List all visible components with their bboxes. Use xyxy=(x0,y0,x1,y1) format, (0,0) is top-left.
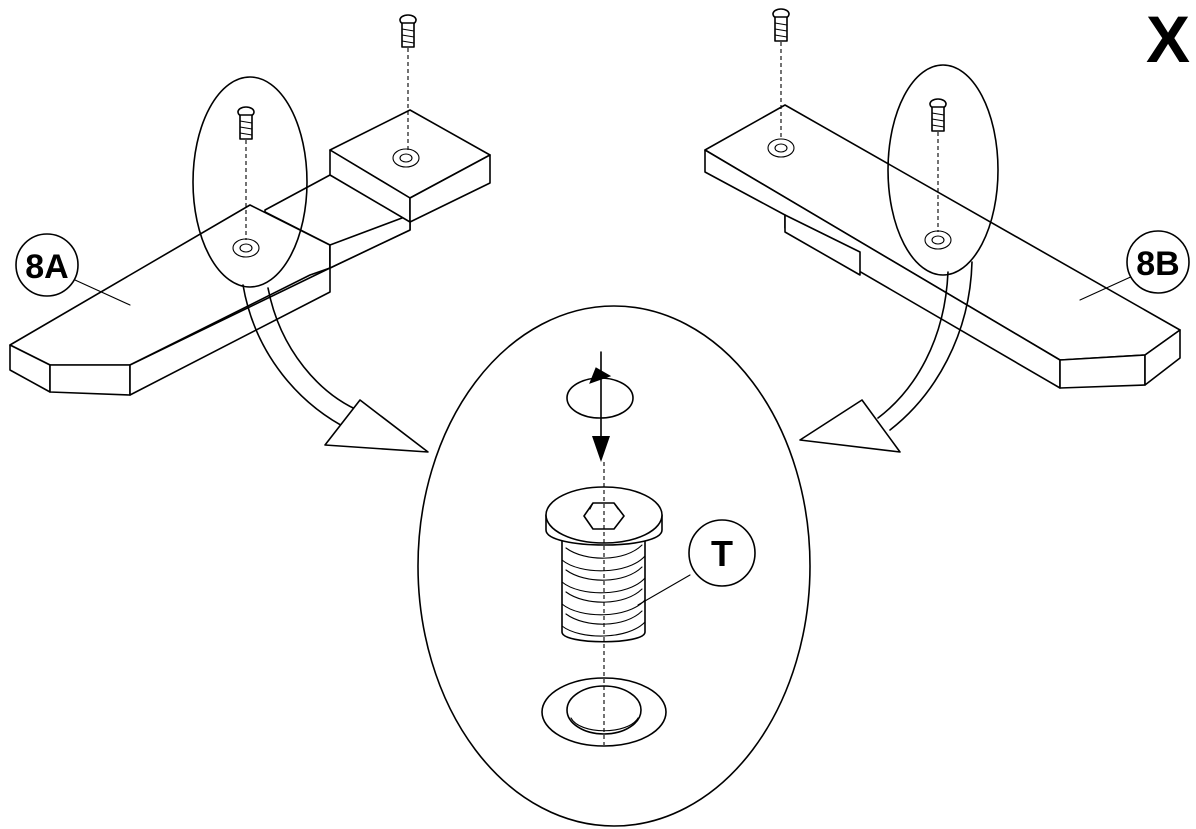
part-8a-block-side xyxy=(409,154,491,223)
part-8a-hole-beam-inner xyxy=(239,243,253,253)
countersunk-hole xyxy=(541,677,667,747)
part-8b xyxy=(704,8,1181,389)
part-8b-end-front xyxy=(1059,354,1146,389)
part-8a xyxy=(9,14,491,396)
callout-8a-label: 8A xyxy=(25,248,68,286)
part-8a-hole-block-outer xyxy=(392,148,420,168)
callout-8b-leader xyxy=(1079,274,1136,301)
part-8a-hole-block-inner xyxy=(399,153,413,163)
part-8a-side-face xyxy=(129,267,331,396)
screw-icon xyxy=(772,8,790,42)
part-8b-hole-right-inner xyxy=(931,235,945,245)
screw-icon xyxy=(399,14,417,48)
callout-8a-leader xyxy=(74,279,131,306)
rotate-clockwise-icon xyxy=(566,367,634,419)
detail-ellipse xyxy=(417,305,811,827)
part-8a-front-face xyxy=(49,364,131,396)
callout-8b-circle xyxy=(1126,230,1190,294)
callout-t-leader xyxy=(637,574,691,606)
part-8b-highlight-ellipse xyxy=(887,64,999,276)
part-8b-hole-left-inner xyxy=(774,143,788,153)
screw-icon xyxy=(237,106,255,140)
arrow-right-to-detail xyxy=(799,261,973,453)
part-8b-top-face xyxy=(704,104,1181,361)
detail-view: T xyxy=(417,305,811,827)
callout-8a: 8A xyxy=(15,233,131,306)
callout-8a-circle xyxy=(15,233,79,297)
callout-t: T xyxy=(637,519,756,606)
part-8b-end-side xyxy=(1144,329,1181,386)
arrow-left-to-detail xyxy=(242,284,429,453)
down-arrow-icon xyxy=(592,351,610,462)
part-8a-highlight-ellipse xyxy=(192,76,308,288)
callout-8b-label: 8B xyxy=(1136,245,1179,283)
callout-t-circle xyxy=(688,519,756,587)
step-marker-x: X xyxy=(1146,2,1190,76)
part-8b-hole-left-outer xyxy=(767,138,795,158)
callout-t-label: T xyxy=(711,533,733,574)
part-8b-notch xyxy=(784,214,861,276)
screw-icon xyxy=(929,98,947,132)
part-8a-notch-wall xyxy=(329,214,411,269)
callout-8b: 8B xyxy=(1079,230,1190,301)
